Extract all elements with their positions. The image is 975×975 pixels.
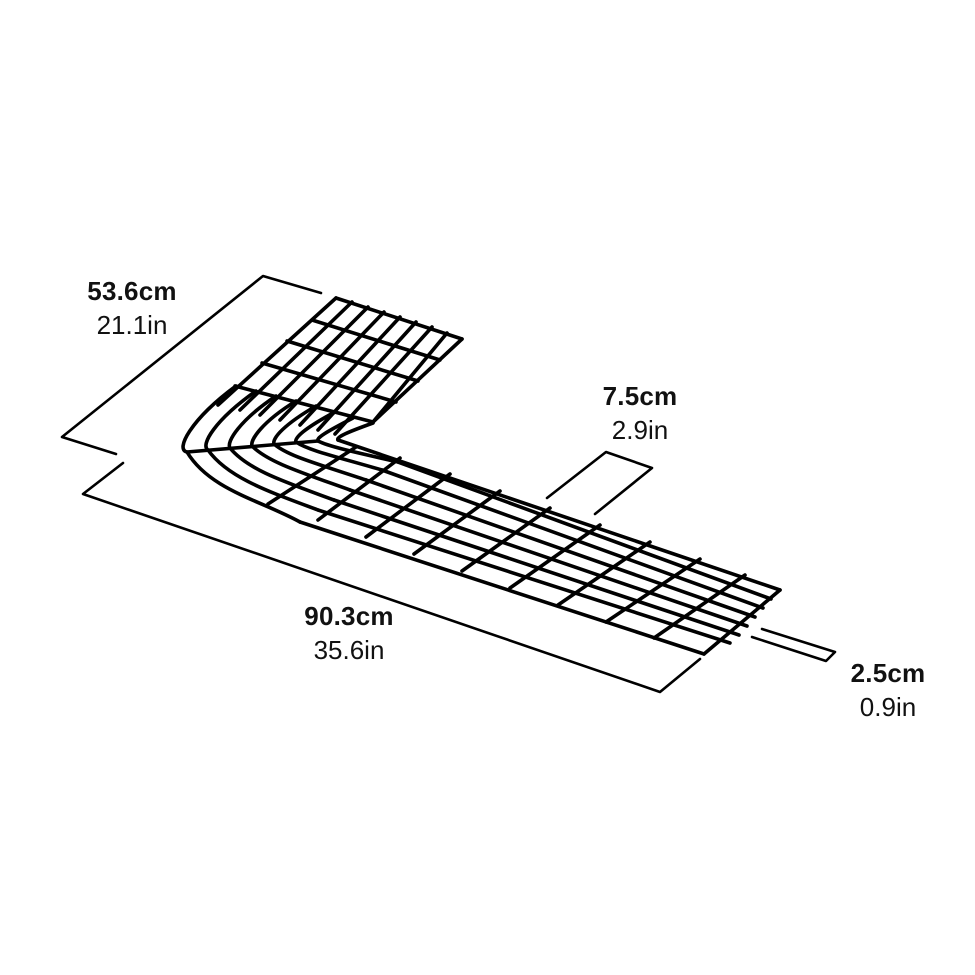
width-label: 7.5cm 2.9in bbox=[578, 381, 702, 446]
height-imperial: 0.9in bbox=[859, 691, 917, 722]
length-label: 90.3cm 35.6in bbox=[282, 601, 416, 666]
depth-dimension-line bbox=[60, 274, 323, 456]
lower-arm-cross-wires bbox=[266, 445, 782, 656]
width-metric: 7.5cm bbox=[602, 381, 678, 411]
length-imperial: 35.6in bbox=[313, 634, 385, 665]
depth-metric: 53.6cm bbox=[87, 276, 177, 306]
height-dimension-line bbox=[750, 627, 837, 663]
width-imperial: 2.9in bbox=[611, 414, 669, 445]
depth-label: 53.6cm 21.1in bbox=[70, 276, 194, 341]
wire-rack-grid bbox=[181, 296, 782, 656]
width-dimension-line bbox=[545, 450, 654, 516]
lower-arm-longitudinal-wires bbox=[298, 438, 782, 656]
length-dimension-line bbox=[81, 461, 702, 694]
corner-curved-wires bbox=[181, 384, 400, 524]
length-metric: 90.3cm bbox=[304, 601, 394, 631]
depth-imperial: 21.1in bbox=[96, 309, 168, 340]
height-label: 2.5cm 0.9in bbox=[836, 658, 940, 723]
height-metric: 2.5cm bbox=[850, 658, 926, 688]
